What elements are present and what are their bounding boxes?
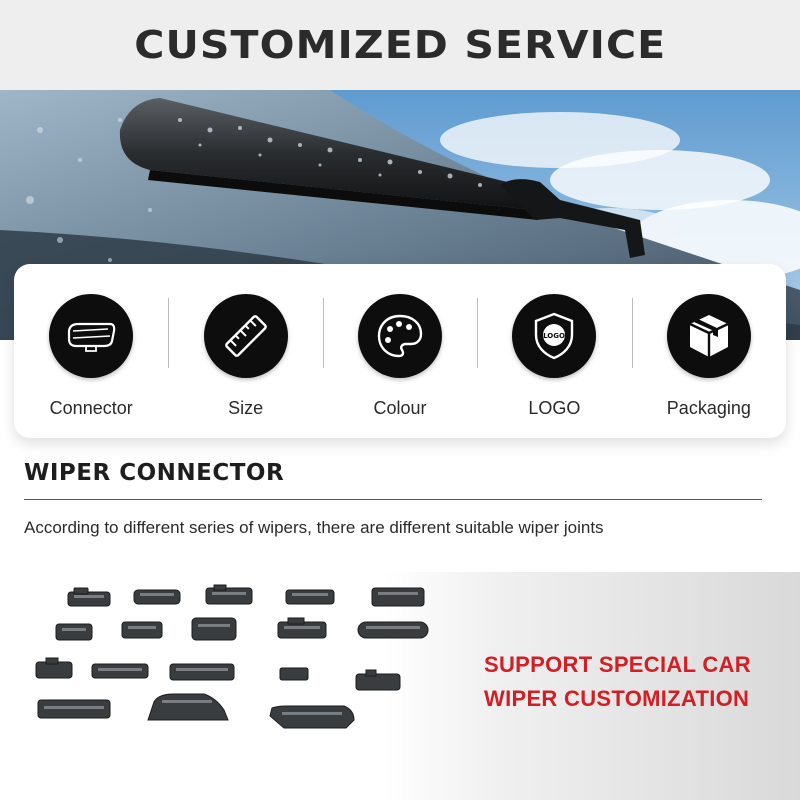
connector-icon: [49, 294, 134, 378]
page-title: CUSTOMIZED SERVICE: [134, 23, 666, 67]
promo-line-2: WIPER CUSTOMIZATION: [484, 686, 750, 711]
header-band: CUSTOMIZED SERVICE: [0, 0, 800, 90]
feature-label: LOGO: [528, 398, 581, 418]
feature-logo[interactable]: LOGO LOGO: [477, 264, 631, 438]
feature-label: Colour: [373, 398, 427, 418]
section-description: According to different series of wipers,…: [24, 518, 604, 537]
palette-icon: [358, 294, 443, 378]
feature-packaging[interactable]: Packaging: [631, 264, 786, 438]
feature-size[interactable]: Size: [168, 264, 322, 438]
wiper-connectors-image: [28, 580, 458, 750]
logo-badge-text: LOGO: [543, 332, 565, 340]
section-title: WIPER CONNECTOR: [24, 460, 285, 486]
promo-line-1: SUPPORT SPECIAL CAR: [484, 652, 751, 677]
customization-features-card: Connector Size: [14, 264, 786, 438]
feature-connector[interactable]: Connector: [14, 264, 168, 438]
feature-colour[interactable]: Colour: [322, 264, 477, 438]
feature-label: Connector: [49, 398, 133, 418]
section-divider: [24, 499, 762, 500]
feature-label: Size: [228, 398, 264, 418]
ruler-icon: [203, 294, 288, 378]
promo-text: SUPPORT SPECIAL CAR WIPER CUSTOMIZATION: [484, 648, 751, 716]
logo-shield-icon: LOGO: [512, 294, 597, 378]
box-icon: [666, 294, 751, 378]
feature-label: Packaging: [666, 398, 751, 418]
